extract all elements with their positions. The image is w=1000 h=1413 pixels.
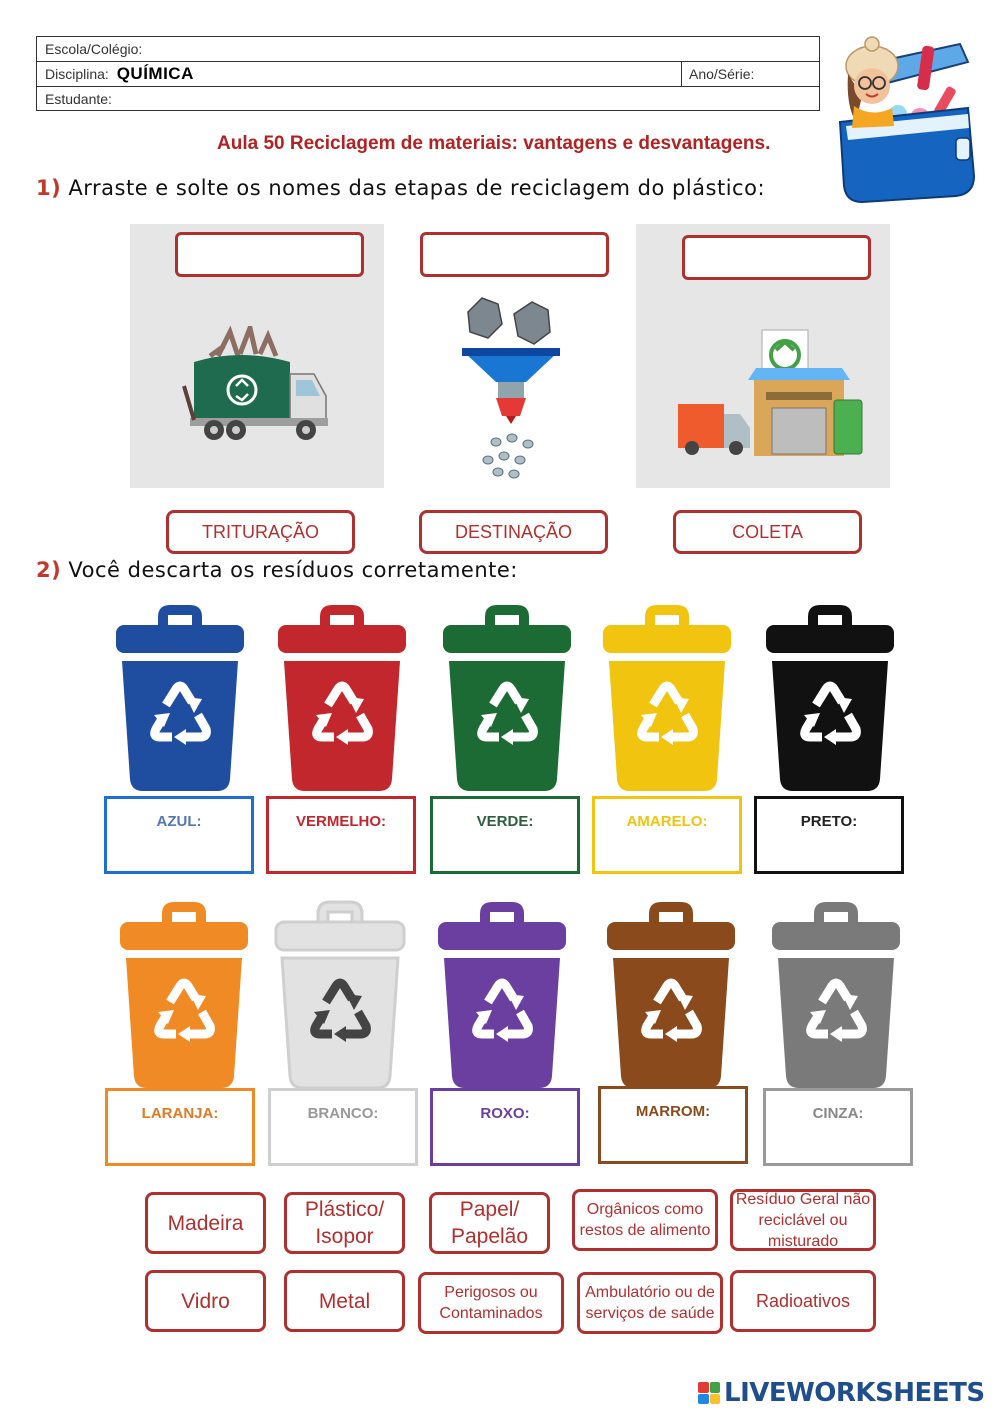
label-red: VERMELHO:: [296, 813, 386, 830]
question-2-number: 2): [36, 558, 62, 582]
recycle-bin-graphic: [443, 605, 571, 791]
recycle-bin-graphic: [603, 605, 731, 791]
label-box-white[interactable]: BRANCO:: [268, 1088, 418, 1166]
answer-ambulatorio[interactable]: Ambulatório ou de serviços de saúde: [577, 1272, 723, 1334]
bin-green: [441, 603, 573, 793]
school-row: Escola/Colégio:: [37, 37, 819, 62]
subject-value: QUÍMICA: [116, 64, 194, 83]
grade-label: Ano/Série:: [689, 66, 755, 82]
brand-name: LIVEWORKSHEETS: [724, 1378, 985, 1408]
question-2: 2) Você descarta os resíduos corretament…: [36, 558, 518, 582]
label-box-red[interactable]: VERMELHO:: [266, 796, 416, 874]
label-black: PRETO:: [800, 813, 858, 830]
answer-perigosos[interactable]: Perigosos ou Contaminados: [418, 1272, 564, 1334]
bin-white: [274, 900, 406, 1090]
brand-icon: [698, 1382, 720, 1404]
bin-black: [764, 603, 896, 793]
label-purple: ROXO:: [480, 1105, 530, 1122]
answer-metal[interactable]: Metal: [284, 1270, 405, 1332]
label-gray: CINZA:: [812, 1105, 864, 1122]
recycle-bin-graphic: [438, 902, 566, 1088]
question-1-text: Arraste e solte os nomes das etapas de r…: [68, 176, 766, 200]
bin-purple: [436, 900, 568, 1090]
header-table: Escola/Colégio: Disciplina: QUÍMICA Ano/…: [36, 36, 820, 111]
answer-papel-papelao[interactable]: Papel/ Papelão: [429, 1192, 550, 1254]
bin-orange: [118, 900, 250, 1090]
label-box-brown[interactable]: MARROM:: [598, 1086, 748, 1164]
student-label: Estudante:: [45, 91, 112, 107]
recycle-bin-graphic: [278, 605, 406, 791]
student-row: Estudante:: [37, 87, 819, 112]
answer-plastico-isopor[interactable]: Plástico/ Isopor: [284, 1192, 405, 1254]
lesson-title: Aula 50 Reciclagem de materiais: vantage…: [217, 133, 771, 154]
recycle-bin-graphic: [772, 902, 900, 1088]
option-destinacao[interactable]: DESTINAÇÃO: [419, 510, 608, 554]
recycle-bin-graphic: [274, 900, 406, 1090]
label-box-gray[interactable]: CINZA:: [763, 1088, 913, 1166]
label-yellow: AMARELO:: [626, 813, 708, 830]
label-box-green[interactable]: VERDE:: [430, 796, 580, 874]
question-1-number: 1): [36, 176, 62, 200]
garbage-truck-icon: [182, 326, 328, 440]
label-box-blue[interactable]: AZUL:: [104, 796, 254, 874]
label-box-purple[interactable]: ROXO:: [430, 1088, 580, 1166]
subject-label: Disciplina:: [45, 66, 109, 82]
label-box-black[interactable]: PRETO:: [754, 796, 904, 874]
answer-radioativos[interactable]: Radioativos: [730, 1270, 876, 1332]
crusher-icon: [462, 297, 560, 479]
label-box-yellow[interactable]: AMARELO:: [592, 796, 742, 874]
question-1: 1) Arraste e solte os nomes das etapas d…: [36, 176, 765, 200]
bin-yellow: [601, 603, 733, 793]
recycling-factory-icon: [678, 329, 863, 456]
bin-red: [276, 603, 408, 793]
school-label: Escola/Colégio:: [45, 41, 143, 57]
label-brown: MARROM:: [635, 1103, 711, 1120]
label-blue: AZUL:: [156, 813, 202, 830]
subject-row: Disciplina: QUÍMICA: [37, 62, 819, 87]
grade-divider: [681, 62, 682, 87]
recycle-bin-graphic: [116, 605, 244, 791]
recycle-bin-graphic: [607, 902, 735, 1088]
bin-brown: [605, 900, 737, 1090]
answer-madeira[interactable]: Madeira: [145, 1192, 266, 1254]
drop-zone-2[interactable]: [420, 232, 609, 277]
option-trituracao[interactable]: TRITURAÇÃO: [166, 510, 355, 554]
question-2-text: Você descarta os resíduos corretamente:: [68, 558, 518, 582]
bin-blue: [114, 603, 246, 793]
answer-organicos[interactable]: Orgânicos como restos de alimento: [572, 1189, 718, 1251]
label-box-orange[interactable]: LARANJA:: [105, 1088, 255, 1166]
label-orange: LARANJA:: [141, 1105, 219, 1122]
bin-gray: [770, 900, 902, 1090]
recycle-bin-graphic: [766, 605, 894, 791]
avatar-cooler-illustration: [838, 36, 976, 204]
label-green: VERDE:: [476, 813, 534, 830]
label-white: BRANCO:: [307, 1105, 379, 1122]
liveworksheets-logo: LIVEWORKSHEETS: [698, 1378, 985, 1408]
answer-residuo-geral[interactable]: Resíduo Geral não reciclável ou misturad…: [730, 1189, 876, 1251]
option-coleta[interactable]: COLETA: [673, 510, 862, 554]
drop-zone-1[interactable]: [175, 232, 364, 277]
drop-zone-3[interactable]: [682, 235, 871, 280]
answer-vidro[interactable]: Vidro: [145, 1270, 266, 1332]
recycle-bin-graphic: [120, 902, 248, 1088]
